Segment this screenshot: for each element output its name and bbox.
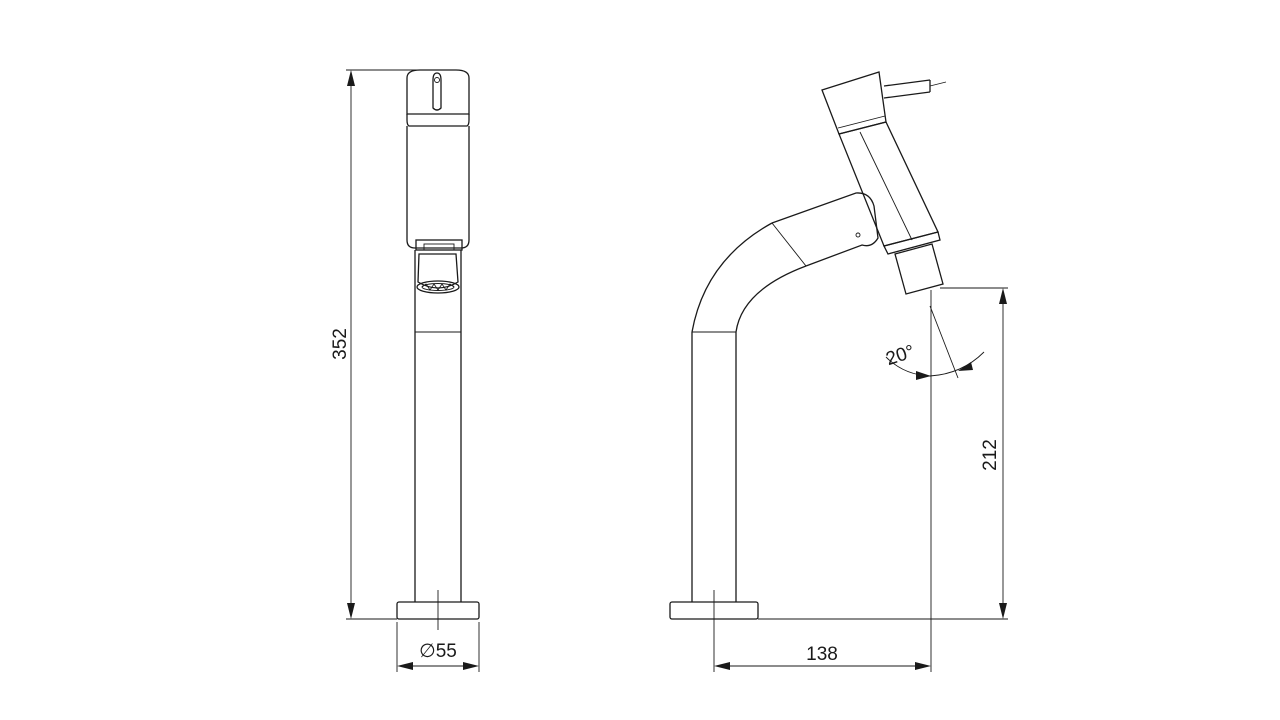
side-screw [855,232,861,238]
angle-arrow-left [916,371,931,380]
label-138: 138 [806,644,838,665]
dimension-spout-height: 212 [758,287,1008,620]
arrow-left-138 [714,662,730,670]
side-body [838,121,939,247]
dimension-total-height: 352 [330,69,430,620]
dimension-spout-reach: 138 [713,630,931,672]
label-20-degrees: 20° [883,341,917,370]
side-spout-joint [771,222,807,267]
front-aerator [417,253,459,289]
side-lever-bottom [883,91,931,99]
side-cap-joint [837,115,886,129]
front-top-cap [406,69,470,115]
side-view [669,71,947,630]
dimension-base-diameter: ∅55 [396,622,480,672]
side-collar [883,231,941,255]
arrow-up-212 [999,288,1007,304]
front-view [396,69,480,630]
angle-arrow-right [958,362,973,371]
arrow-up [347,70,355,86]
label-352: 352 [330,328,351,360]
arrow-right-138 [915,662,931,670]
dimension-outlet-angle: 20° [883,290,985,672]
label-212: 212 [980,439,1001,471]
side-neck-outer [691,222,773,333]
arrow-down-212 [999,603,1007,619]
side-body-edge [859,131,913,241]
side-aerator [894,243,944,295]
front-aerator-mesh [416,280,460,294]
front-aerator-holes [421,283,455,291]
outlet-axis-line [929,305,959,379]
arrow-left [397,662,413,670]
arrow-down [347,603,355,619]
front-body-lower [406,126,470,249]
front-handle-pin [434,77,440,83]
side-lever-tip [929,81,947,87]
side-spout-arm [771,192,879,267]
side-lever-top [883,79,931,87]
front-handle-slot [432,72,442,111]
label-diameter-55: ∅55 [419,641,457,662]
side-neck-inner [735,265,807,333]
front-collar-ring [423,243,455,251]
front-body [406,114,470,127]
arrow-right [463,662,479,670]
